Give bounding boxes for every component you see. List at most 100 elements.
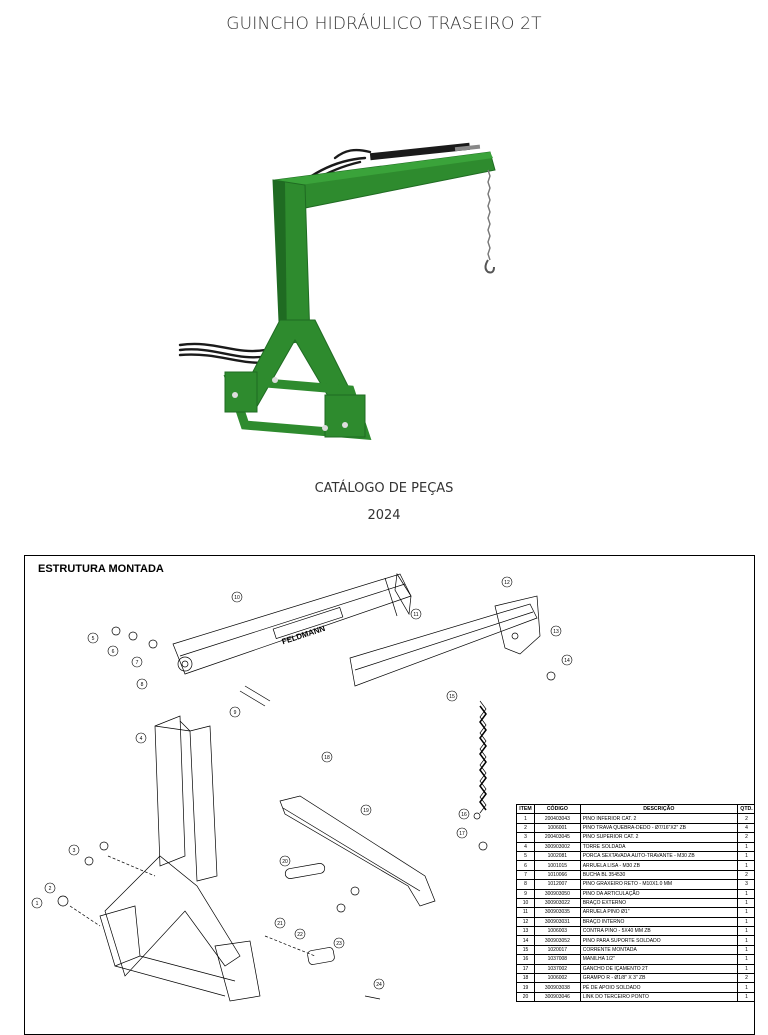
svg-text:19: 19 — [363, 808, 369, 814]
balloon-20: 20 — [279, 855, 291, 867]
cell-description: PINO GRAXEIRO RETO - M10X1.0 MM — [579, 879, 738, 890]
cell-code: 300903038 — [533, 982, 581, 993]
balloon-19: 19 — [360, 804, 372, 816]
cell-item: 5 — [516, 850, 535, 862]
cell-code: 1037008 — [533, 954, 581, 965]
inner-boom-part — [349, 603, 538, 687]
drawing-frame: FELDMANN 1 2 3 4 5 6 7 8 9 10 11 12 13 1… — [24, 555, 755, 1035]
cell-description: PÉ DE APOIO SOLDADO — [579, 982, 738, 993]
svg-text:10: 10 — [234, 595, 240, 601]
cell-item: 9 — [516, 888, 535, 899]
cell-code: 200403043 — [533, 813, 581, 824]
cell-code: 1006003 — [533, 926, 581, 937]
cell-code: 300903052 — [533, 935, 581, 946]
balloon-1: 1 — [31, 897, 43, 909]
svg-text:11: 11 — [413, 612, 418, 618]
balloon-17: 17 — [456, 827, 468, 839]
svg-text:17: 17 — [459, 831, 465, 837]
cell-description: CORRENTE MONTADA — [579, 944, 738, 956]
cell-code: 300903046 — [533, 991, 581, 1003]
table-header-row: ITEM CÓDIGO DESCRIÇÃO QTD. — [516, 803, 754, 815]
cell-code: 300903035 — [533, 907, 581, 918]
hook — [484, 259, 495, 274]
balloon-22: 22 — [294, 928, 306, 940]
svg-text:15: 15 — [449, 694, 455, 700]
cell-code: 1010066 — [533, 869, 581, 881]
cell-qty: 2 — [736, 869, 754, 881]
svg-text:12: 12 — [504, 580, 510, 586]
cell-code: 300903050 — [533, 888, 581, 899]
cell-description: ARRUELA LISA - M30 ZB — [579, 860, 738, 871]
cell-qty: 1 — [736, 963, 754, 975]
cell-item: 10 — [516, 897, 535, 909]
balloon-5: 5 — [87, 632, 99, 644]
cell-qty: 2 — [736, 973, 754, 984]
chain — [487, 169, 491, 261]
brand-plate: FELDMANN — [281, 624, 327, 646]
cell-code: 1006001 — [533, 822, 581, 834]
svg-text:21: 21 — [277, 921, 283, 927]
balloon-8: 8 — [136, 678, 148, 690]
cell-description: PORCA SEXTAVADA AUTO-TRAVANTE - M30 ZB — [579, 850, 738, 862]
cell-description: BUCHA BL 354530 — [579, 869, 738, 881]
balloon-21: 21 — [274, 917, 286, 929]
cell-qty: 1 — [736, 926, 754, 937]
svg-text:23: 23 — [336, 941, 342, 947]
cell-item: 19 — [516, 982, 535, 993]
svg-text:4: 4 — [140, 736, 143, 742]
cell-code: 1006002 — [533, 973, 581, 984]
cell-description: GANCHO DE IÇAMENTO 2T — [579, 963, 738, 975]
cell-qty: 4 — [736, 822, 754, 834]
balloon-16: 16 — [458, 808, 470, 820]
page-title: GUINCHO HIDRÁULICO TRASEIRO 2T — [226, 14, 542, 34]
cell-qty: 1 — [736, 888, 754, 899]
cell-code: 200403045 — [533, 832, 581, 843]
cell-qty: 1 — [736, 850, 754, 862]
balloon-4: 4 — [135, 732, 147, 744]
cell-qty: 1 — [736, 897, 754, 909]
cell-code: 1001015 — [533, 860, 581, 871]
cell-description: ARRUELA PINO Ø1" — [579, 907, 738, 918]
svg-text:7: 7 — [136, 660, 139, 666]
cell-item: 15 — [516, 944, 535, 956]
header-item: ITEM — [516, 803, 535, 815]
cell-description: MANILHA 1/2" — [579, 954, 738, 965]
svg-text:6: 6 — [112, 649, 115, 655]
cell-qty: 1 — [736, 841, 754, 852]
cell-qty: 2 — [736, 813, 754, 824]
cell-qty: 1 — [736, 907, 754, 918]
cell-qty: 1 — [736, 954, 754, 965]
balloon-24: 24 — [373, 978, 385, 990]
svg-text:9: 9 — [234, 710, 237, 716]
cell-description: BRAÇO INTERNO — [579, 916, 738, 928]
cell-description: CONTRA PINO - 5X40 MM ZB — [579, 926, 738, 937]
svg-text:24: 24 — [376, 982, 382, 988]
cell-code: 1037002 — [533, 963, 581, 975]
balloon-10: 10 — [231, 591, 243, 603]
cell-item: 1 — [516, 813, 535, 824]
cell-item: 18 — [516, 973, 535, 984]
header-code: CÓDIGO — [533, 803, 581, 815]
support-foot-part — [279, 795, 436, 907]
cell-description: PINO PARA SUPORTE SOLDADO — [579, 935, 738, 946]
cell-description: PINO DA ARTICULAÇÃO — [579, 888, 738, 899]
cell-qty: 2 — [736, 832, 754, 843]
header-description: DESCRIÇÃO — [579, 803, 738, 815]
catalog-label: CATÁLOGO DE PEÇAS — [314, 481, 454, 496]
cell-description: BRAÇO EXTERNO — [579, 897, 738, 909]
